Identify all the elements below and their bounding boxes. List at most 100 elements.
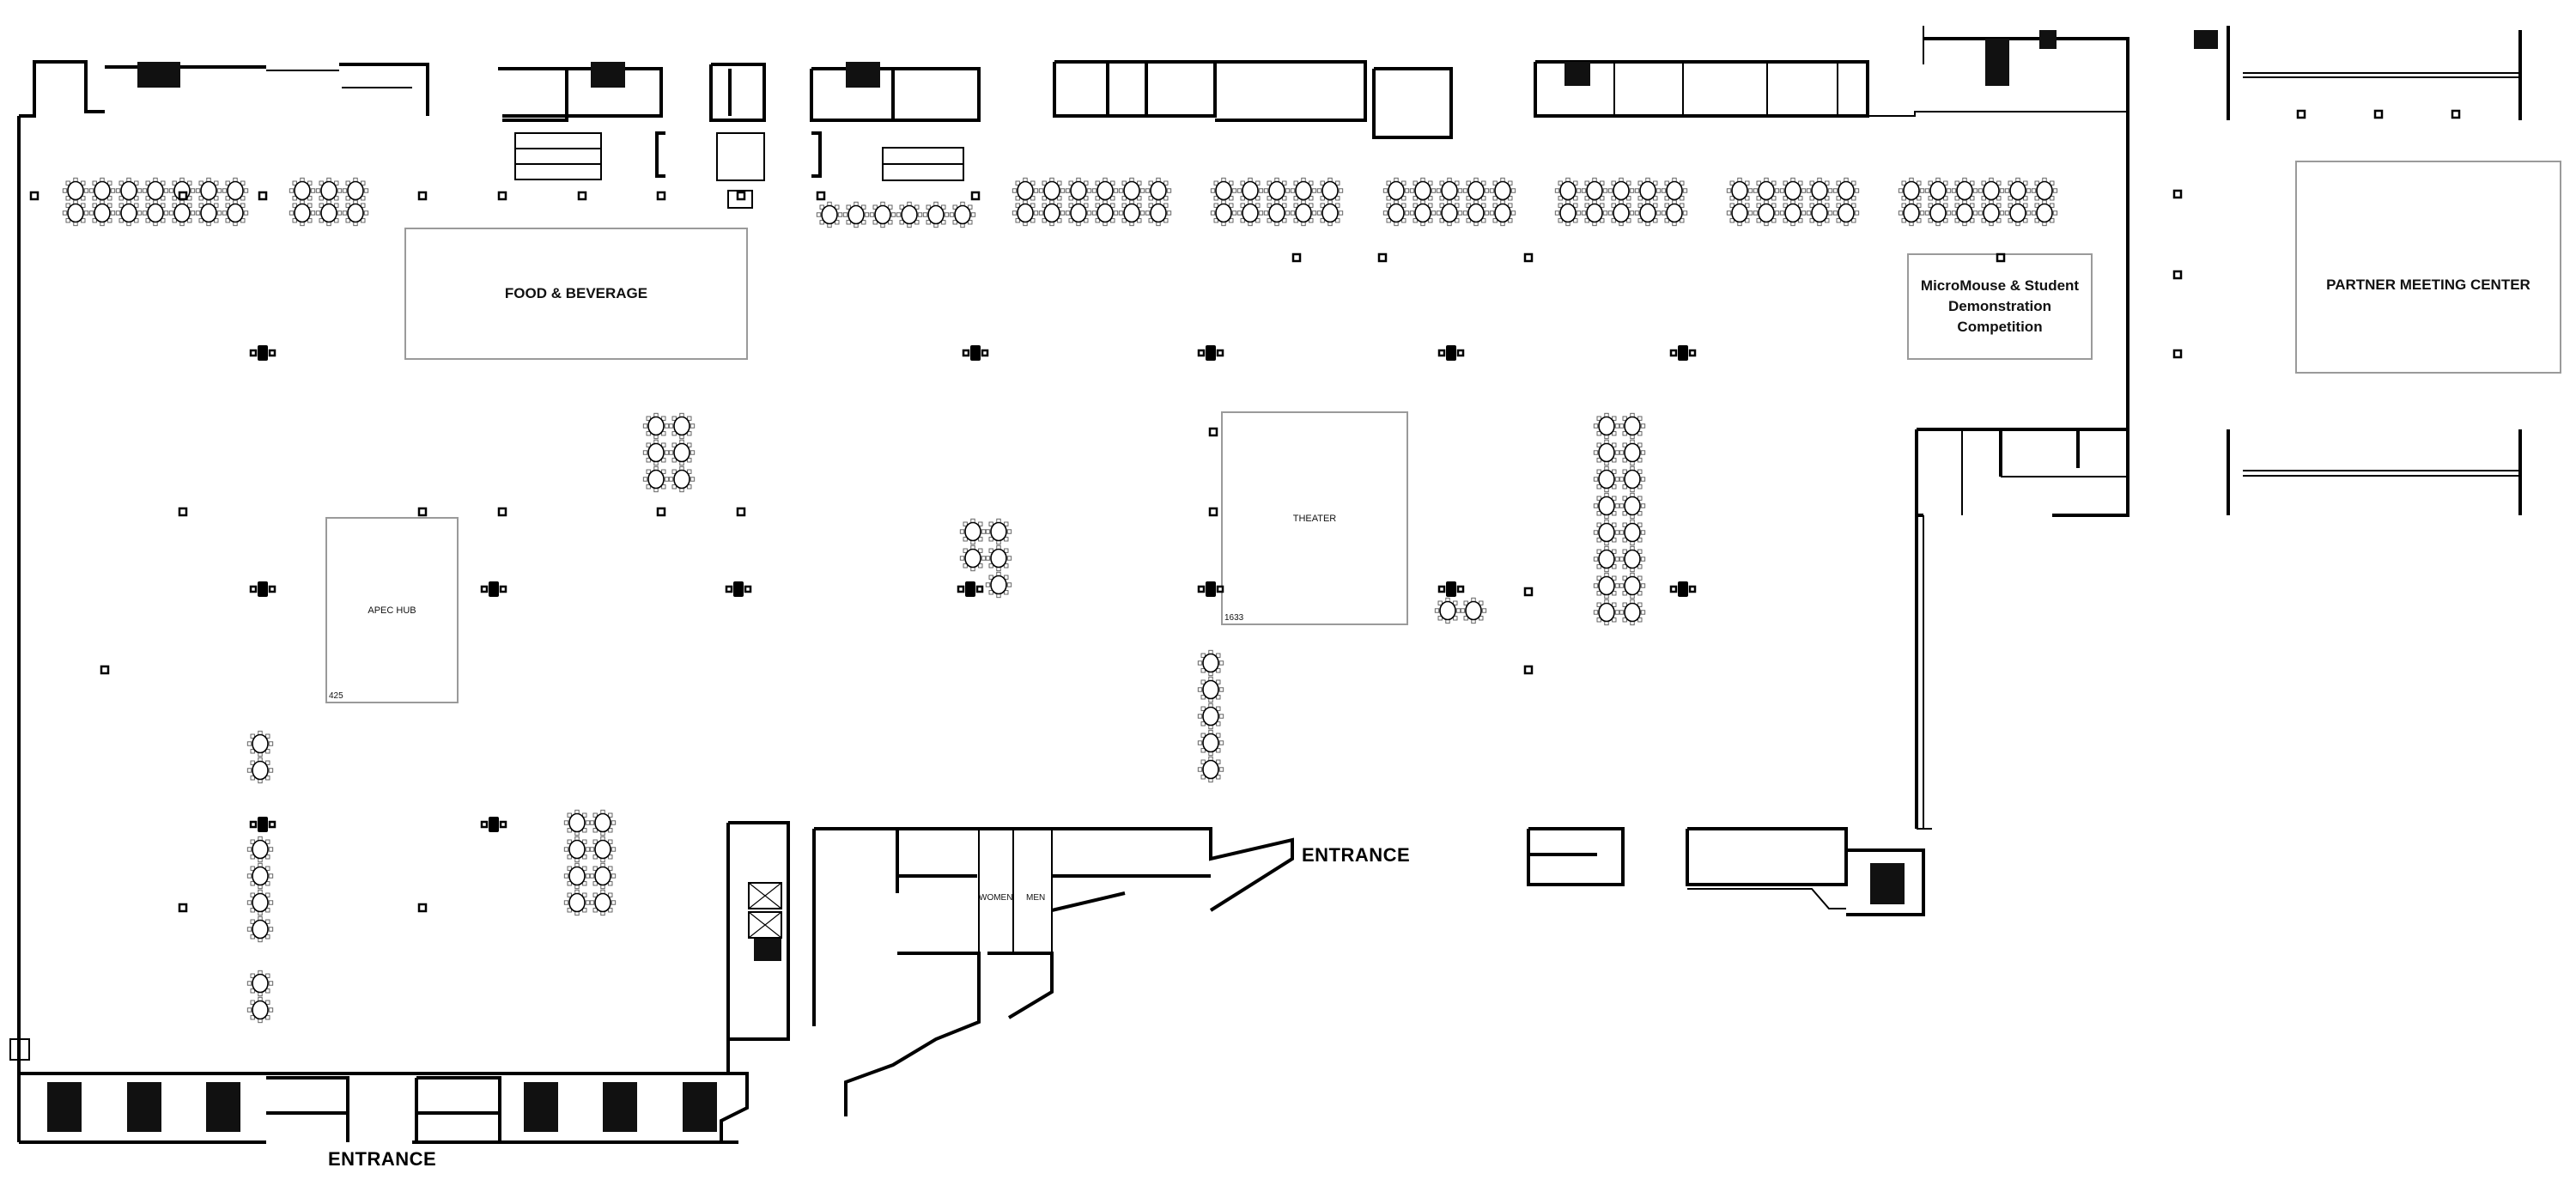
round-table-icon — [1197, 729, 1224, 757]
booth-apec-hub-label: APEC HUB — [368, 605, 416, 616]
column-icon — [178, 191, 188, 201]
round-table-icon — [1832, 199, 1860, 227]
round-table-icon — [1593, 465, 1620, 493]
kiosk-icon — [957, 581, 984, 597]
round-table-icon — [1489, 199, 1516, 227]
round-table-icon — [959, 518, 987, 545]
round-table-icon — [1145, 199, 1172, 227]
column-icon — [1208, 427, 1218, 437]
round-table-icon — [1753, 177, 1780, 204]
kiosk-icon — [1437, 581, 1465, 597]
booth-outline-theater — [1221, 411, 1408, 625]
round-table-icon — [1607, 199, 1635, 227]
round-table-icon — [1726, 199, 1753, 227]
column-icon — [100, 665, 110, 675]
round-table-icon — [1091, 177, 1119, 204]
round-table-icon — [985, 518, 1012, 545]
round-table-icon — [642, 465, 670, 493]
round-table-icon — [1316, 177, 1344, 204]
table-group-row-d — [1012, 177, 1172, 227]
booth-partner-meeting-center[interactable]: PARTNER MEETING CENTER — [2296, 161, 2561, 295]
column-icon — [816, 191, 826, 201]
column-icon — [2296, 109, 2306, 119]
round-table-icon — [2031, 177, 2058, 204]
round-table-icon — [1210, 177, 1237, 204]
round-table-icon — [1382, 199, 1410, 227]
round-table-icon — [896, 201, 923, 228]
round-table-icon — [2004, 199, 2032, 227]
booth-apec-hub[interactable]: APEC HUB 425 — [326, 518, 458, 702]
kiosk-icon — [249, 345, 276, 361]
restroom-women-label: WOMEN — [979, 893, 1013, 903]
round-table-groups — [62, 177, 2058, 1024]
kiosk-icon — [249, 817, 276, 832]
round-table-icon — [62, 177, 89, 204]
kiosk-icon — [1197, 345, 1224, 361]
table-group-column-east — [1593, 412, 1646, 626]
booth-apec-hub-number: 425 — [329, 691, 343, 701]
round-table-icon — [1593, 545, 1620, 573]
column-icon — [1523, 587, 1534, 597]
round-table-icon — [1118, 177, 1145, 204]
round-table-icon — [222, 177, 249, 204]
round-table-icon — [1382, 177, 1410, 204]
booth-food-beverage[interactable]: FOOD & BEVERAGE — [405, 228, 747, 359]
round-table-icon — [1634, 199, 1662, 227]
table-group-row-a — [62, 177, 249, 227]
round-table-icon — [1619, 545, 1646, 573]
booth-outline-micromouse — [1907, 253, 2093, 360]
booth-food-beverage-label: FOOD & BEVERAGE — [504, 285, 648, 301]
table-group-column-theater-south — [1197, 649, 1224, 783]
column-icon — [178, 507, 188, 517]
round-table-icon — [1898, 199, 1925, 227]
round-table-icon — [1038, 177, 1066, 204]
round-table-icon — [1554, 199, 1582, 227]
table-group-column-west-b — [246, 836, 274, 943]
booth-theater[interactable]: THEATER 1633 — [1222, 412, 1407, 624]
column-icon — [2373, 109, 2384, 119]
round-table-icon — [1012, 177, 1039, 204]
round-table-icon — [1619, 492, 1646, 520]
column-icon — [656, 507, 666, 517]
table-group-row-e — [1210, 177, 1344, 227]
round-table-icon — [1434, 597, 1461, 624]
round-table-icon — [1436, 177, 1463, 204]
table-group-row-c — [816, 201, 976, 228]
round-table-icon — [589, 889, 617, 916]
round-table-icon — [88, 199, 116, 227]
column-icon — [29, 191, 39, 201]
booth-micromouse-competition[interactable]: MicroMouse & Student Demonstration Compe… — [1908, 254, 2092, 359]
kiosk-icon — [725, 581, 752, 597]
round-table-icon — [342, 199, 369, 227]
info-kiosks — [249, 345, 1697, 832]
column-icon — [497, 191, 507, 201]
round-table-icon — [246, 862, 274, 890]
round-table-icon — [1619, 572, 1646, 599]
booth-theater-number: 1633 — [1224, 613, 1244, 623]
round-table-icon — [922, 201, 950, 228]
round-table-icon — [246, 970, 274, 997]
round-table-icon — [246, 996, 274, 1024]
round-table-icon — [289, 199, 316, 227]
kiosk-icon — [249, 581, 276, 597]
round-table-icon — [1038, 199, 1066, 227]
round-table-icon — [246, 757, 274, 784]
round-table-icon — [1409, 199, 1437, 227]
round-table-icon — [1593, 572, 1620, 599]
round-table-icon — [115, 199, 143, 227]
round-table-icon — [1409, 177, 1437, 204]
round-table-icon — [62, 199, 89, 227]
round-table-icon — [1593, 412, 1620, 440]
round-table-icon — [195, 199, 222, 227]
building-columns — [29, 109, 2461, 913]
column-icon — [736, 191, 746, 201]
round-table-icon — [1806, 177, 1833, 204]
round-table-icon — [168, 199, 196, 227]
stair-hatches — [137, 30, 2218, 88]
round-table-icon — [1316, 199, 1344, 227]
round-table-icon — [1661, 199, 1688, 227]
hall-walls — [9, 26, 2522, 1144]
booth-partner-meeting-center-label: PARTNER MEETING CENTER — [2326, 277, 2530, 293]
round-table-icon — [1489, 177, 1516, 204]
round-table-icon — [142, 177, 169, 204]
